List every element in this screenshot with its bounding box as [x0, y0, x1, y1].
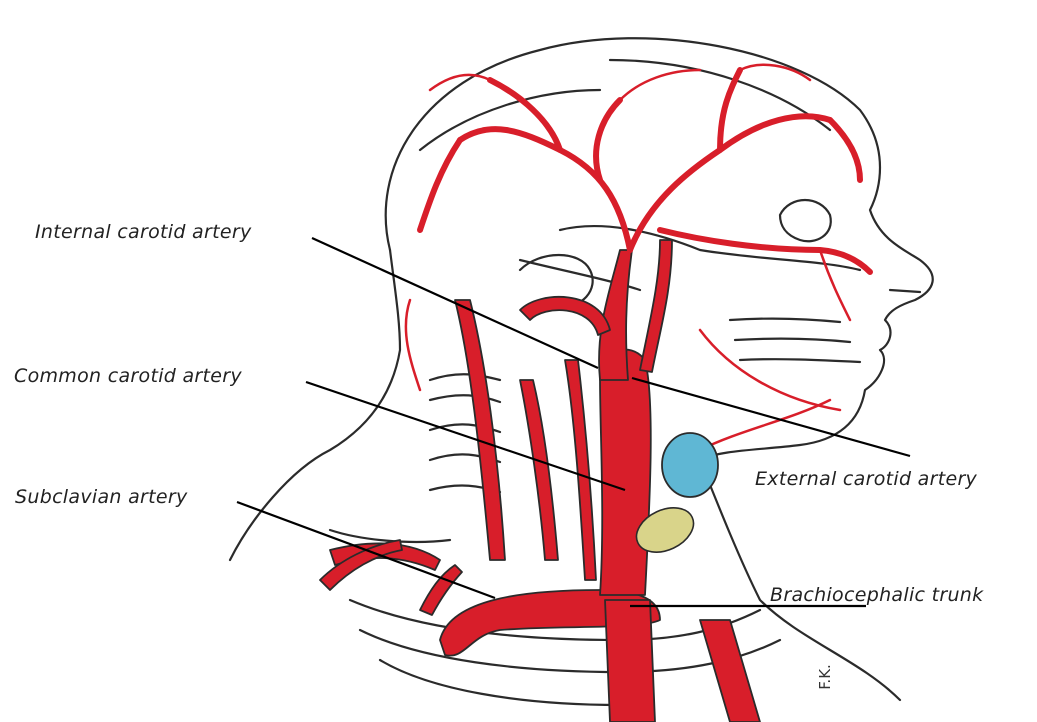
label-external-carotid-artery: External carotid artery: [755, 468, 977, 490]
label-subclavian-artery: Subclavian artery: [15, 486, 188, 508]
thyroid-shape: [662, 433, 718, 497]
artist-signature: F.K.: [816, 664, 834, 690]
label-brachiocephalic-trunk: Brachiocephalic trunk: [770, 584, 983, 606]
label-internal-carotid-artery: Internal carotid artery: [35, 221, 252, 243]
label-common-carotid-artery: Common carotid artery: [14, 365, 242, 387]
